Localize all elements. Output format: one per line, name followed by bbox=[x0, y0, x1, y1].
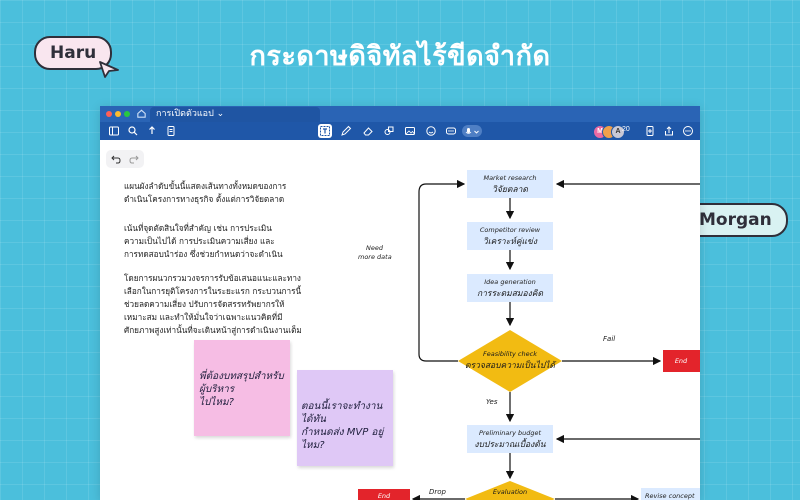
flowchart-end-node[interactable]: End bbox=[663, 350, 700, 372]
node-label-en: Market research bbox=[483, 174, 536, 182]
undo-redo-group bbox=[106, 150, 144, 168]
document-tab-title: การเปิดตัวแอป bbox=[156, 109, 214, 119]
sticky-note[interactable]: พี่ต้องบทสรุปสำหรับผู้บริหาร ไปไหม? bbox=[194, 340, 290, 436]
node-label-th: วิจัยตลาด bbox=[492, 185, 528, 195]
decision-label-en: Feasibility check bbox=[483, 350, 537, 358]
node-label-th: วิเคราะห์คู่แข่ง bbox=[483, 236, 538, 247]
decision-label-en: Evaluation bbox=[493, 488, 527, 496]
node-label-en: Idea generation bbox=[484, 278, 535, 286]
node-label-en: Preliminary budget bbox=[479, 429, 542, 437]
collaborator-avatar[interactable]: A bbox=[611, 125, 625, 139]
more-options-icon[interactable] bbox=[682, 125, 694, 137]
toolbar: M A 20 bbox=[100, 122, 700, 140]
home-icon[interactable] bbox=[136, 108, 147, 119]
edge-label-fail: Fail bbox=[603, 335, 615, 343]
microphone-icon bbox=[465, 128, 479, 134]
undo-icon[interactable] bbox=[110, 153, 122, 165]
edge-label-drop: Drop bbox=[429, 488, 447, 496]
annotation-text: Need bbox=[366, 244, 384, 252]
sidebar-icon[interactable] bbox=[108, 125, 120, 137]
note-canvas[interactable]: แผนผังลำดับขั้นนี้แสดงเส้นทางทั้งหมดของก… bbox=[100, 140, 700, 500]
node-label-en: Competitor review bbox=[480, 226, 541, 234]
sticky-note-text: ไปไหม? bbox=[199, 397, 234, 408]
end-label: End bbox=[378, 492, 391, 500]
export-icon[interactable] bbox=[663, 125, 675, 137]
paragraph-text: เน้นที่จุดตัดสินใจที่สำคัญ เช่น การประเม… bbox=[124, 223, 283, 259]
hero-title: กระดาษดิจิทัลไร้ขีดจำกัด bbox=[249, 41, 551, 72]
pen-icon[interactable] bbox=[340, 125, 352, 137]
shapes-icon[interactable] bbox=[383, 125, 395, 137]
sticky-note-text: กำหนดส่ง MVP อยู่ไหม? bbox=[301, 427, 384, 451]
flowchart-decision[interactable]: Evaluation bbox=[465, 481, 555, 500]
microphone-button[interactable] bbox=[462, 125, 482, 137]
end-label: End bbox=[675, 357, 688, 365]
flowchart-node[interactable]: Idea generation การระดมสมองคิด bbox=[467, 274, 553, 302]
flowchart-node[interactable]: Market research วิจัยตลาด bbox=[467, 170, 553, 198]
text-tool-button[interactable] bbox=[318, 124, 332, 138]
paragraph-text: โดยการผนวกรวมวงจรการรับข้อเสนอแนะและทาง … bbox=[124, 273, 302, 335]
annotation-text: more data bbox=[358, 253, 392, 261]
node-label-th: การระดมสมองคิด bbox=[477, 289, 543, 299]
node-label-th: งบประมาณเบื้องต้น bbox=[474, 438, 545, 450]
app-window: การเปิดตัวแอป ⌄ M A 20 แผนผังลำดับ bbox=[100, 106, 700, 500]
eraser-icon[interactable] bbox=[362, 125, 374, 137]
flowchart-node[interactable]: Preliminary budget งบประมาณเบื้องต้น bbox=[467, 425, 553, 453]
maximize-window-button[interactable] bbox=[124, 111, 130, 117]
cursor-arrow-icon bbox=[99, 61, 119, 78]
redo-icon[interactable] bbox=[128, 153, 140, 165]
sticky-note-text: ตอนนี้เราจะทำงานได้ทัน bbox=[301, 401, 383, 425]
document-tab[interactable]: การเปิดตัวแอป ⌄ bbox=[150, 107, 320, 122]
share-icon[interactable] bbox=[146, 125, 158, 137]
cursor-label-haru: Haru bbox=[34, 36, 113, 70]
node-label-en: Revise concept bbox=[645, 492, 695, 500]
page-icon[interactable] bbox=[165, 125, 177, 137]
paragraph-text: แผนผังลำดับขั้นนี้แสดงเส้นทางทั้งหมดของก… bbox=[124, 181, 287, 204]
flowchart-connectors bbox=[411, 179, 700, 500]
sticker-icon[interactable] bbox=[425, 125, 437, 137]
sticky-note-text: พี่ต้องบทสรุปสำหรับผู้บริหาร bbox=[199, 371, 284, 395]
chevron-down-icon: ⌄ bbox=[216, 109, 225, 119]
sticky-note[interactable]: ตอนนี้เราจะทำงานได้ทัน กำหนดส่ง MVP อยู่… bbox=[297, 370, 393, 466]
flowchart-node[interactable]: Revise concept bbox=[641, 488, 700, 500]
flowchart-decision[interactable]: Feasibility check ตรวจสอบความเป็นไปได้ bbox=[458, 330, 562, 392]
more-tools-icon[interactable] bbox=[445, 125, 457, 137]
flowchart: Market research วิจัยตลาด Competitor rev… bbox=[358, 170, 700, 500]
flowchart-node[interactable]: Competitor review วิเคราะห์คู่แข่ง bbox=[467, 222, 553, 250]
add-page-icon[interactable] bbox=[644, 125, 656, 137]
minimize-window-button[interactable] bbox=[115, 111, 121, 117]
flowchart-end-node[interactable]: End bbox=[358, 489, 410, 500]
edge-label-yes: Yes bbox=[486, 398, 498, 406]
image-icon[interactable] bbox=[404, 125, 416, 137]
text-selection-icon bbox=[320, 126, 330, 136]
collaborator-count[interactable]: 20 bbox=[622, 126, 630, 133]
search-icon[interactable] bbox=[127, 125, 139, 137]
decision-label-th: ตรวจสอบความเป็นไปได้ bbox=[465, 360, 557, 371]
close-window-button[interactable] bbox=[106, 111, 112, 117]
